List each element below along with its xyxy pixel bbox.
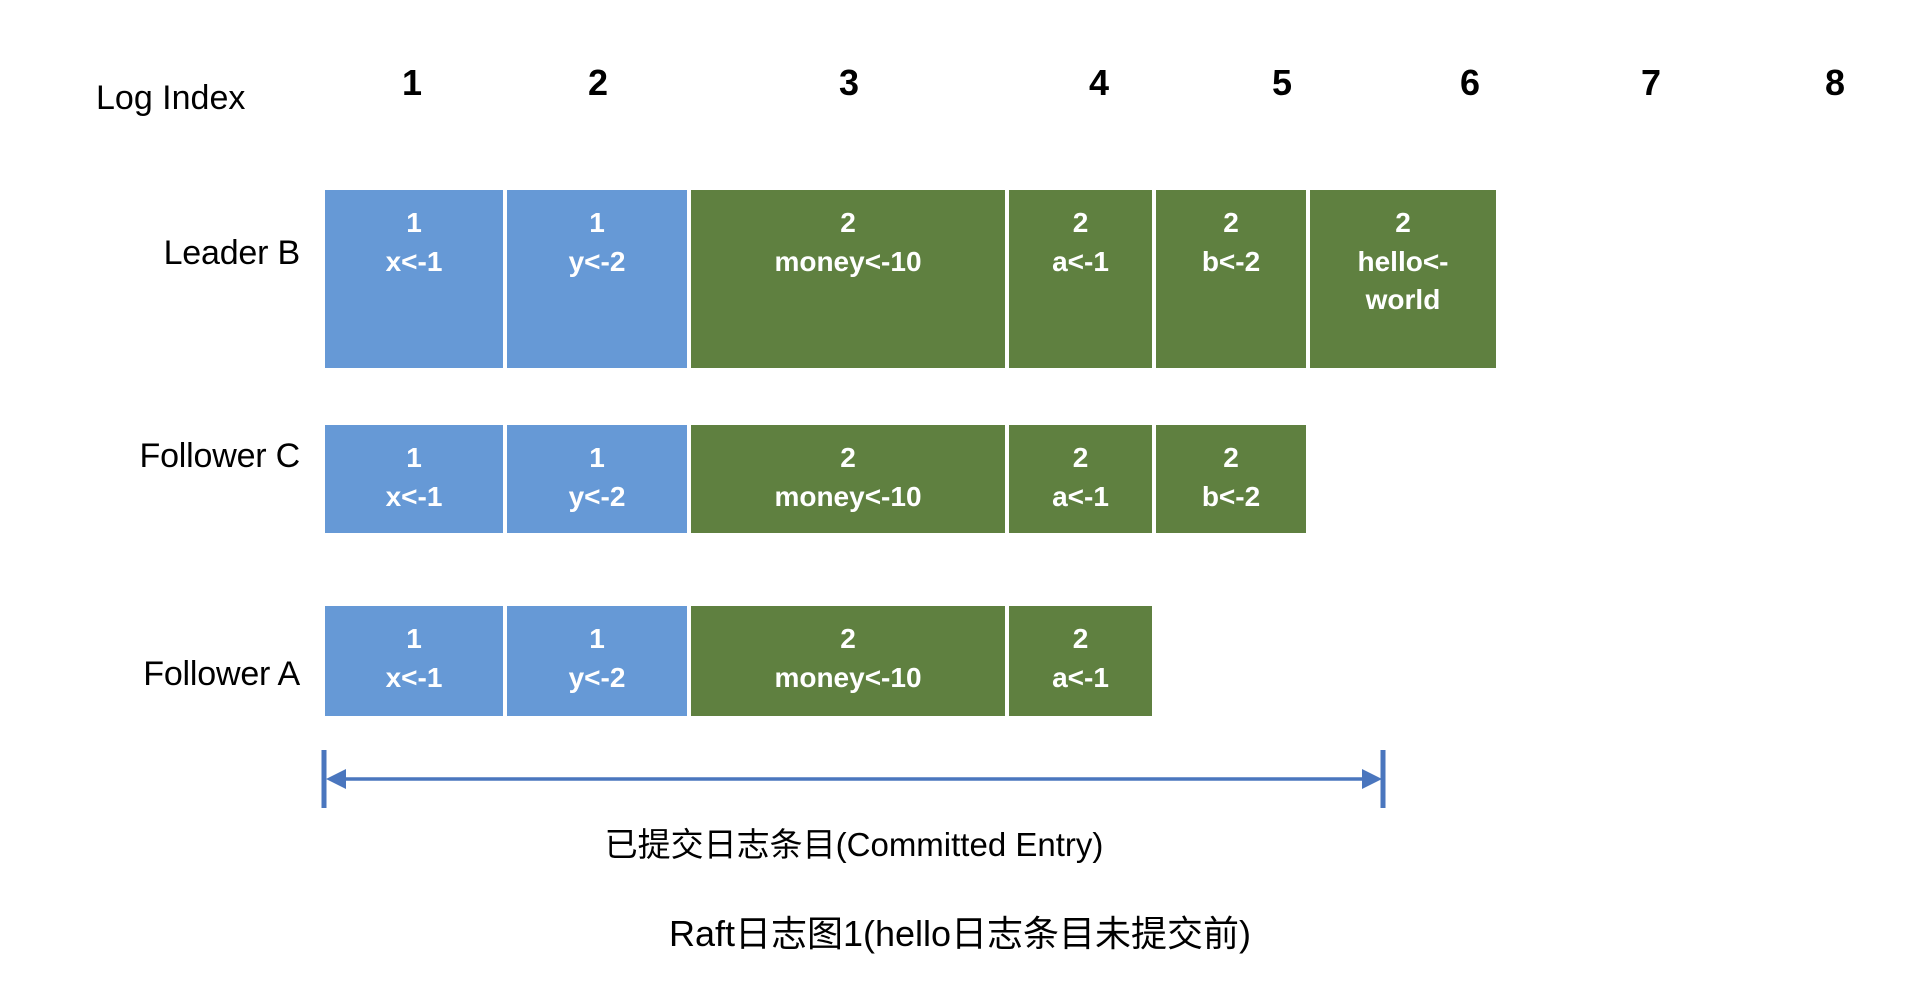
log-entry-leader-b-5: 2 b<-2 [1156,190,1306,368]
log-entry-term: 2 [840,623,856,654]
log-entry-term: 1 [406,442,422,473]
committed-entry-caption: 已提交日志条目(Committed Entry) [604,826,1104,863]
log-entry-leader-b-1: 1 x<-1 [325,190,503,368]
log-index-1: 1 [401,62,423,103]
log-entry-term: 1 [406,207,422,238]
log-index-3: 3 [838,62,860,103]
log-entry-leader-b-2: 1 y<-2 [507,190,687,368]
row-label-leader-b: Leader B [163,234,301,272]
log-entry-command: a<-1 [1052,661,1109,693]
log-entry-follower-a-1: 1 x<-1 [325,606,503,716]
log-entry-follower-c-5: 2 b<-2 [1156,425,1306,533]
log-entry-term: 2 [1072,623,1089,654]
log-entry-command: money<-10 [774,480,922,512]
log-entry-leader-b-3: 2 money<-10 [691,190,1005,368]
log-entry-command: b<-2 [1201,480,1261,512]
log-entry-term: 2 [1072,442,1089,473]
log-entry-follower-c-2: 1 y<-2 [507,425,687,533]
log-entry-command: a<-1 [1052,245,1109,277]
log-row-follower-a: 1 x<-1 1 y<-2 2 money<-10 2 a<-1 [325,606,1152,716]
log-entry-term: 1 [589,623,605,654]
figure-caption: Raft日志图1(hello日志条目未提交前) [668,913,1252,954]
log-entry-command: y<-2 [568,245,626,277]
log-entry-command: money<-10 [774,245,922,277]
log-entry-command: x<-1 [385,480,443,512]
log-entry-command: x<-1 [385,245,443,277]
log-entry-command: hello<- world [1357,245,1449,316]
log-entry-command: a<-1 [1052,480,1109,512]
log-entry-follower-a-3: 2 money<-10 [691,606,1005,716]
log-entry-leader-b-6: 2 hello<- world [1310,190,1496,368]
log-entry-follower-c-1: 1 x<-1 [325,425,503,533]
log-entry-term: 2 [1223,207,1239,238]
log-entry-leader-b-4: 2 a<-1 [1009,190,1152,368]
log-entry-follower-c-3: 2 money<-10 [691,425,1005,533]
log-entry-term: 1 [589,442,605,473]
log-entry-follower-c-4: 2 a<-1 [1009,425,1152,533]
log-entry-follower-a-2: 1 y<-2 [507,606,687,716]
log-index-label: Log Index [96,79,246,117]
log-row-leader-b: 1 x<-1 1 y<-2 2 money<-10 2 a<-1 2 b<-2 2 hello<- w… [325,190,1496,368]
log-entry-command: y<-2 [568,661,626,693]
log-entry-term: 1 [589,207,605,238]
log-index-6: 6 [1459,62,1481,103]
log-entry-command: money<-10 [774,661,922,693]
log-entry-command: b<-2 [1201,245,1261,277]
log-index-5: 5 [1271,62,1293,103]
log-index-4: 4 [1088,62,1110,103]
log-index-7: 7 [1640,62,1662,103]
log-entry-term: 2 [1072,207,1089,238]
committed-range-arrow [320,748,1388,810]
log-index-2: 2 [587,62,609,103]
log-index-8: 8 [1824,62,1846,103]
row-label-follower-c: Follower C [139,437,301,475]
log-entry-follower-a-4: 2 a<-1 [1009,606,1152,716]
row-label-follower-a: Follower A [143,655,300,693]
log-entry-command: y<-2 [568,480,626,512]
log-entry-term: 2 [1395,207,1411,238]
log-entry-term: 2 [840,207,856,238]
log-entry-term: 1 [406,623,422,654]
log-entry-term: 2 [840,442,856,473]
log-entry-term: 2 [1223,442,1239,473]
log-entry-command: x<-1 [385,661,443,693]
log-row-follower-c: 1 x<-1 1 y<-2 2 money<-10 2 a<-1 2 b<-2 [325,425,1306,533]
